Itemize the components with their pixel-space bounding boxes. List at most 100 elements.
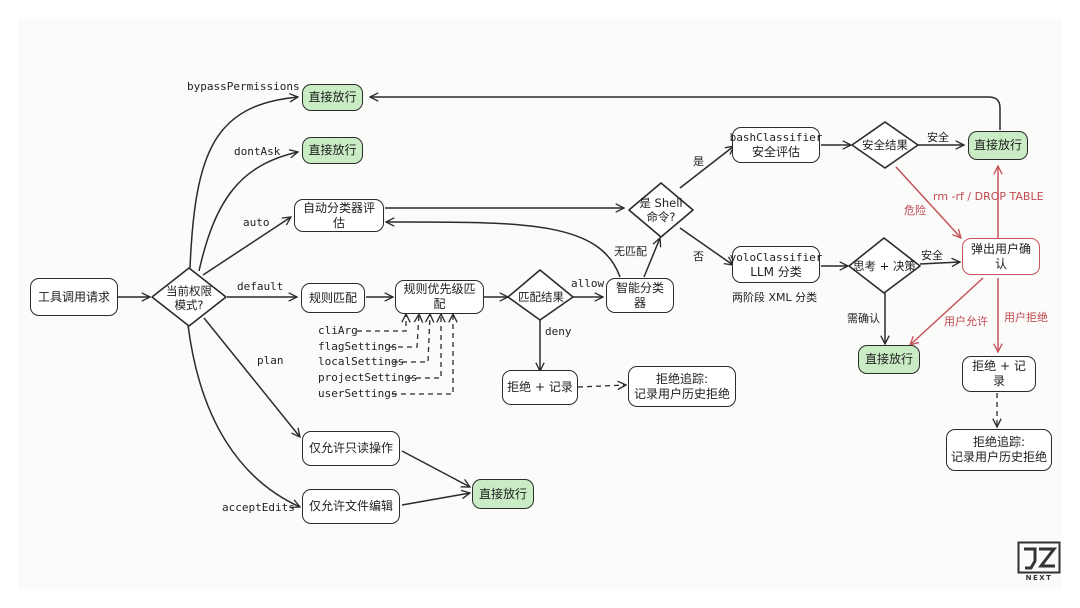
yolo-classifier-line1: yoloClassifier xyxy=(729,250,823,264)
source-projectsettings: projectSettings xyxy=(318,371,418,384)
user-confirm-node: 弹出用户确认 xyxy=(962,238,1040,275)
rule-match-node: 规则匹配 xyxy=(301,283,365,313)
source-line-cliarg xyxy=(357,314,406,332)
mode-decision-line2: 模式? xyxy=(174,298,204,312)
label-no-match: 无匹配 xyxy=(614,245,647,258)
user-confirm-label: 弹出用户确认 xyxy=(970,241,1031,271)
think-decide-text: 思考 + 决策 xyxy=(853,259,916,273)
jz-next-logo: NEXT xyxy=(1017,541,1061,581)
label-deny: deny xyxy=(545,325,572,338)
is-shell-diamond xyxy=(628,182,694,238)
readonly-only-label: 仅允许只读操作 xyxy=(308,441,393,455)
bash-classifier-line2: 安全评估 xyxy=(751,145,800,159)
label-need-confirm: 需确认 xyxy=(847,312,880,325)
label-user-deny: 用户拒绝 xyxy=(1004,311,1048,324)
source-localsettings: localSettings xyxy=(318,355,405,368)
auto-eval-label: 自动分类器评估 xyxy=(302,200,375,230)
deny-record-left-label: 拒绝 + 记录 xyxy=(507,380,573,394)
svg-text:NEXT: NEXT xyxy=(1026,574,1053,581)
file-edit-only-node: 仅允许文件编辑 xyxy=(302,489,400,524)
source-line-localsettings xyxy=(393,314,430,363)
edge-bypass xyxy=(189,97,298,269)
deny-track-left-line1: 拒绝追踪: xyxy=(655,371,709,386)
label-safe-top: 安全 xyxy=(927,131,949,144)
is-shell-line1: 是 Shell xyxy=(639,196,683,210)
mode-decision-label: 当前权限 模式? xyxy=(150,282,228,314)
think-decide-label: 思考 + 决策 xyxy=(849,256,920,276)
label-bypass: bypassPermissions xyxy=(187,80,300,93)
deny-track-left-node: 拒绝追踪:记录用户历史拒绝 xyxy=(628,366,736,407)
label-allow: allow xyxy=(571,277,605,290)
label-plan: plan xyxy=(257,354,284,367)
match-result-text: 匹配结果 xyxy=(518,290,564,304)
edge-dontask xyxy=(198,152,298,272)
label-dontask: dontAsk xyxy=(234,145,281,158)
edge-danger xyxy=(895,166,961,238)
edge-yes xyxy=(679,146,734,189)
edge-acceptedits xyxy=(187,324,300,507)
start-node: 工具调用请求 xyxy=(30,278,118,316)
yolo-classifier-line2: LLM 分类 xyxy=(750,264,802,279)
allow-need-confirm-node: 直接放行 xyxy=(858,345,920,374)
match-result-diamond xyxy=(507,269,574,321)
label-dangerous-cmds: rm -rf / DROP TABLE xyxy=(933,190,1044,203)
label-safe-mid: 安全 xyxy=(921,249,943,262)
label-accept-edits: acceptEdits xyxy=(222,501,295,514)
edge-readonly-allow xyxy=(401,450,470,487)
source-line-projectsettings xyxy=(407,314,441,379)
safety-result-label: 安全结果 xyxy=(852,135,918,155)
label-no: 否 xyxy=(693,250,704,263)
label-danger: 危险 xyxy=(904,204,926,217)
smart-classifier-node: 智能分类器 xyxy=(606,278,674,313)
allow-dontask-node: 直接放行 xyxy=(302,137,363,164)
allow-need-confirm-label: 直接放行 xyxy=(864,352,913,366)
label-yes: 是 xyxy=(693,155,704,168)
auto-eval-node: 自动分类器评估 xyxy=(294,199,384,232)
match-result-label: 匹配结果 xyxy=(508,287,574,307)
readonly-only-node: 仅允许只读操作 xyxy=(302,431,400,466)
edge-auto xyxy=(202,217,291,276)
source-line-flagsettings xyxy=(389,314,419,348)
label-auto: auto xyxy=(243,216,270,229)
deny-track-right-node: 拒绝追踪:记录用户历史拒绝 xyxy=(946,429,1052,471)
label-user-allow: 用户允许 xyxy=(944,315,988,328)
allow-dontask-label: 直接放行 xyxy=(308,143,357,157)
safety-result-text: 安全结果 xyxy=(862,138,908,152)
deny-record-left-node: 拒绝 + 记录 xyxy=(502,370,578,405)
edge-safe-mid xyxy=(919,262,960,264)
edge-nomatch xyxy=(643,238,660,278)
safety-result-diamond xyxy=(851,121,919,169)
label-default: default xyxy=(237,280,284,293)
deny-record-right-label: 拒绝 + 记录 xyxy=(972,359,1026,388)
smart-classifier-label: 智能分类器 xyxy=(615,280,664,310)
edge-user-allow xyxy=(910,277,984,345)
bash-classifier-line1: bashClassifier xyxy=(729,131,823,144)
allow-plan-node: 直接放行 xyxy=(472,479,534,509)
mode-decision-diamond xyxy=(151,267,227,327)
mode-decision-line1: 当前权限 xyxy=(166,284,212,298)
edge-no xyxy=(679,227,733,265)
allow-safe-node: 直接放行 xyxy=(968,131,1028,160)
allow-bypass-label: 直接放行 xyxy=(308,90,357,104)
edge-smart-auto xyxy=(386,222,621,278)
deny-track-left-line2: 记录用户历史拒绝 xyxy=(633,386,730,401)
file-edit-only-label: 仅允许文件编辑 xyxy=(308,499,393,513)
source-usersettings: userSettings xyxy=(318,387,398,400)
rule-priority-node: 规则优先级匹配 xyxy=(395,280,484,314)
allow-plan-label: 直接放行 xyxy=(478,486,527,501)
source-cliarg: cliArg xyxy=(318,324,358,337)
edge-fileedit-allow xyxy=(401,493,470,506)
start-label: 工具调用请求 xyxy=(37,289,110,304)
rule-priority-label: 规则优先级匹配 xyxy=(403,282,476,311)
deny-track-right-line1: 拒绝追踪: xyxy=(972,435,1026,449)
allow-bypass-node: 直接放行 xyxy=(302,84,363,111)
is-shell-line2: 命令? xyxy=(646,210,676,224)
source-flagsettings: flagSettings xyxy=(318,340,398,353)
think-decide-diamond xyxy=(848,237,921,294)
edge-plan xyxy=(203,317,300,437)
yolo-note: 两阶段 XML 分类 xyxy=(732,291,818,304)
deny-record-right-node: 拒绝 + 记录 xyxy=(962,356,1036,392)
